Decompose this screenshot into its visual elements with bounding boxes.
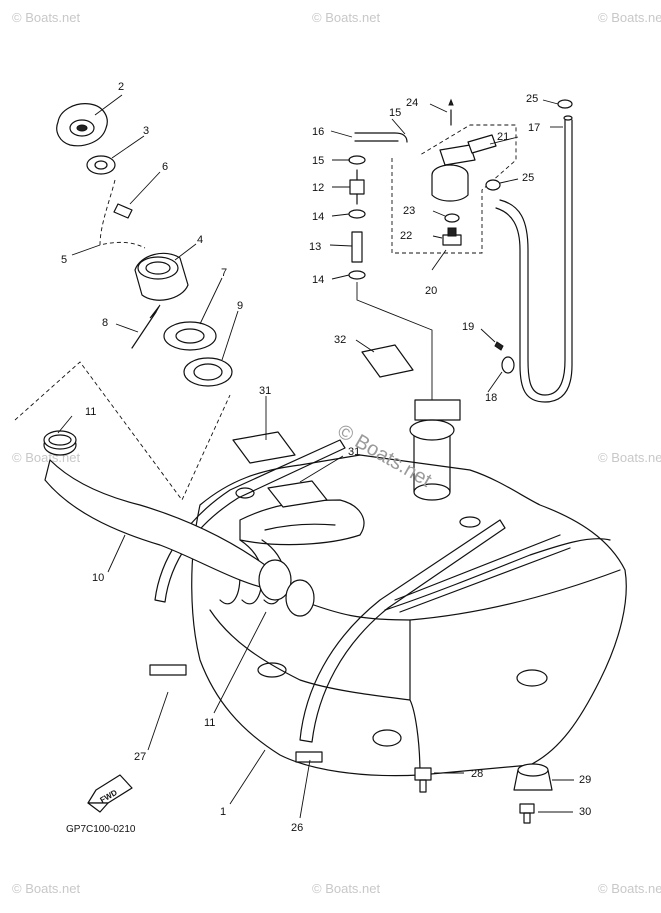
callout-5[interactable]: 5 — [61, 254, 67, 266]
neck-bolt[interactable] — [131, 304, 161, 349]
callout-31-upper[interactable]: 31 — [259, 385, 271, 397]
callout-14-upper[interactable]: 14 — [312, 211, 324, 223]
callout-1[interactable]: 1 — [220, 806, 226, 818]
callout-24[interactable]: 24 — [406, 97, 418, 109]
callout-11-upper[interactable]: 11 — [85, 406, 96, 418]
callout-25-right[interactable]: 25 — [522, 172, 534, 184]
fwd-arrow: FWD — [87, 774, 133, 813]
callout-20[interactable]: 20 — [425, 285, 437, 297]
callouts: 1 2 3 4 5 6 7 8 9 10 11 11 12 13 14 14 1… — [61, 81, 591, 834]
fuel-filter-12[interactable] — [349, 169, 365, 205]
tether-chain[interactable] — [99, 179, 146, 249]
damper-29[interactable] — [513, 763, 553, 791]
neck-nut[interactable] — [183, 357, 233, 387]
watermark-mid-right: © Boats.net — [598, 450, 661, 465]
callout-13[interactable]: 13 — [309, 241, 321, 253]
filler-hose[interactable] — [43, 434, 315, 617]
label-31-lower[interactable] — [267, 480, 328, 508]
fuel-hose-13[interactable] — [351, 231, 363, 263]
bolt-30[interactable] — [519, 803, 535, 824]
watermarks: © Boats.net © Boats.net © Boats.net © Bo… — [12, 10, 661, 896]
sender-unit-frame — [391, 124, 517, 254]
callout-11-lower[interactable]: 11 — [204, 717, 215, 729]
neck-gasket[interactable] — [163, 321, 217, 351]
callout-23[interactable]: 23 — [403, 205, 415, 217]
plate-21[interactable] — [467, 134, 497, 154]
clamp-18[interactable] — [501, 356, 515, 374]
hose-clip-25-upper[interactable] — [557, 99, 573, 109]
callout-15-left[interactable]: 15 — [312, 155, 324, 167]
callout-3[interactable]: 3 — [143, 125, 149, 137]
washer-23[interactable] — [444, 213, 460, 223]
callout-7[interactable]: 7 — [221, 267, 227, 279]
callout-12[interactable]: 12 — [312, 182, 324, 194]
callout-22[interactable]: 22 — [400, 230, 412, 242]
hose-clip-14-upper[interactable] — [348, 209, 366, 219]
watermark-top-center: © Boats.net — [312, 10, 381, 25]
watermark-bottom-center: © Boats.net — [312, 881, 381, 896]
filler-cap[interactable] — [56, 103, 108, 147]
vent-hose-17[interactable] — [495, 115, 573, 403]
vent-tube-24[interactable] — [448, 98, 454, 126]
callout-17[interactable]: 17 — [528, 122, 540, 134]
label-32[interactable] — [361, 344, 414, 378]
callout-25-top[interactable]: 25 — [526, 93, 538, 105]
hose-clip-25-lower[interactable] — [485, 179, 501, 191]
fuel-tank[interactable] — [149, 399, 627, 777]
callout-19[interactable]: 19 — [462, 321, 474, 333]
label-31-upper[interactable] — [232, 431, 296, 464]
filler-neck[interactable] — [134, 252, 189, 301]
callout-29[interactable]: 29 — [579, 774, 591, 786]
watermark-top-right: © Boats.net — [598, 10, 661, 25]
fuel-sender-unit[interactable] — [431, 144, 476, 202]
callout-32[interactable]: 32 — [334, 334, 346, 346]
hose-clip-14-lower[interactable] — [348, 270, 366, 280]
callout-15-top[interactable]: 15 — [389, 107, 401, 119]
callout-10[interactable]: 10 — [92, 572, 104, 584]
watermark-top-left: © Boats.net — [12, 10, 81, 25]
hose-clamp-upper[interactable] — [43, 430, 77, 450]
callout-18[interactable]: 18 — [485, 392, 497, 404]
callout-21[interactable]: 21 — [497, 131, 509, 143]
callout-6[interactable]: 6 — [162, 161, 168, 173]
callout-4[interactable]: 4 — [197, 234, 203, 246]
callout-31-center[interactable]: 31 — [348, 446, 360, 458]
nut-22[interactable] — [442, 227, 462, 246]
callout-26[interactable]: 26 — [291, 822, 303, 834]
watermark-bottom-left: © Boats.net — [12, 881, 81, 896]
callout-2[interactable]: 2 — [118, 81, 124, 93]
callout-9[interactable]: 9 — [237, 300, 243, 312]
tether-screw[interactable] — [113, 203, 133, 219]
bolt-19[interactable] — [494, 341, 504, 351]
callout-16[interactable]: 16 — [312, 126, 324, 138]
hose-clip-15-lower[interactable] — [348, 155, 366, 165]
callout-27[interactable]: 27 — [134, 751, 146, 763]
cap-gasket[interactable] — [86, 155, 116, 175]
leader-lines — [57, 94, 574, 819]
callout-28[interactable]: 28 — [471, 768, 483, 780]
callout-30[interactable]: 30 — [579, 806, 591, 818]
diagram-code: GP7C100-0210 — [66, 824, 136, 835]
watermark-bottom-right: © Boats.net — [598, 881, 661, 896]
fuel-hose-16[interactable] — [354, 132, 408, 143]
filler-group-frame — [14, 361, 231, 501]
callout-8[interactable]: 8 — [102, 317, 108, 329]
bolt-28[interactable] — [414, 767, 432, 793]
callout-14-lower[interactable]: 14 — [312, 274, 324, 286]
